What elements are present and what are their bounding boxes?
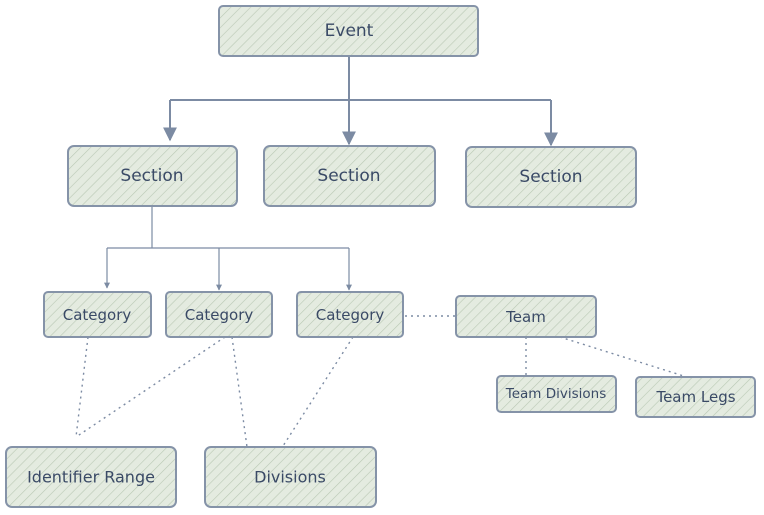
node-identifier-range-label: Identifier Range [27,468,155,487]
node-team-label: Team [505,308,546,326]
node-section-1-label: Section [120,166,183,186]
node-category-2[interactable]: Category [165,291,273,338]
node-team-divisions[interactable]: Team Divisions [496,375,617,413]
node-category-1-label: Category [63,306,132,324]
node-section-2-label: Section [317,166,380,186]
node-event-label: Event [325,21,374,41]
node-section-3-label: Section [519,167,582,187]
node-category-3[interactable]: Category [296,291,404,338]
dotted-relationship-lines [75,315,691,448]
node-category-3-label: Category [316,306,385,324]
node-team-legs-label: Team Legs [655,388,735,406]
event-to-sections-connectors [163,56,558,147]
node-team-divisions-label: Team Divisions [505,386,607,402]
node-divisions-label: Divisions [254,468,326,487]
node-team[interactable]: Team [455,295,597,338]
node-category-2-label: Category [185,306,254,324]
node-section-1[interactable]: Section [67,145,238,207]
node-section-2[interactable]: Section [263,145,436,207]
node-event[interactable]: Event [218,5,479,57]
node-category-1[interactable]: Category [43,291,152,338]
section-to-categories-connectors [104,206,352,291]
node-divisions[interactable]: Divisions [204,446,377,508]
node-identifier-range[interactable]: Identifier Range [5,446,177,508]
node-team-legs[interactable]: Team Legs [635,376,756,418]
node-section-3[interactable]: Section [465,146,637,208]
